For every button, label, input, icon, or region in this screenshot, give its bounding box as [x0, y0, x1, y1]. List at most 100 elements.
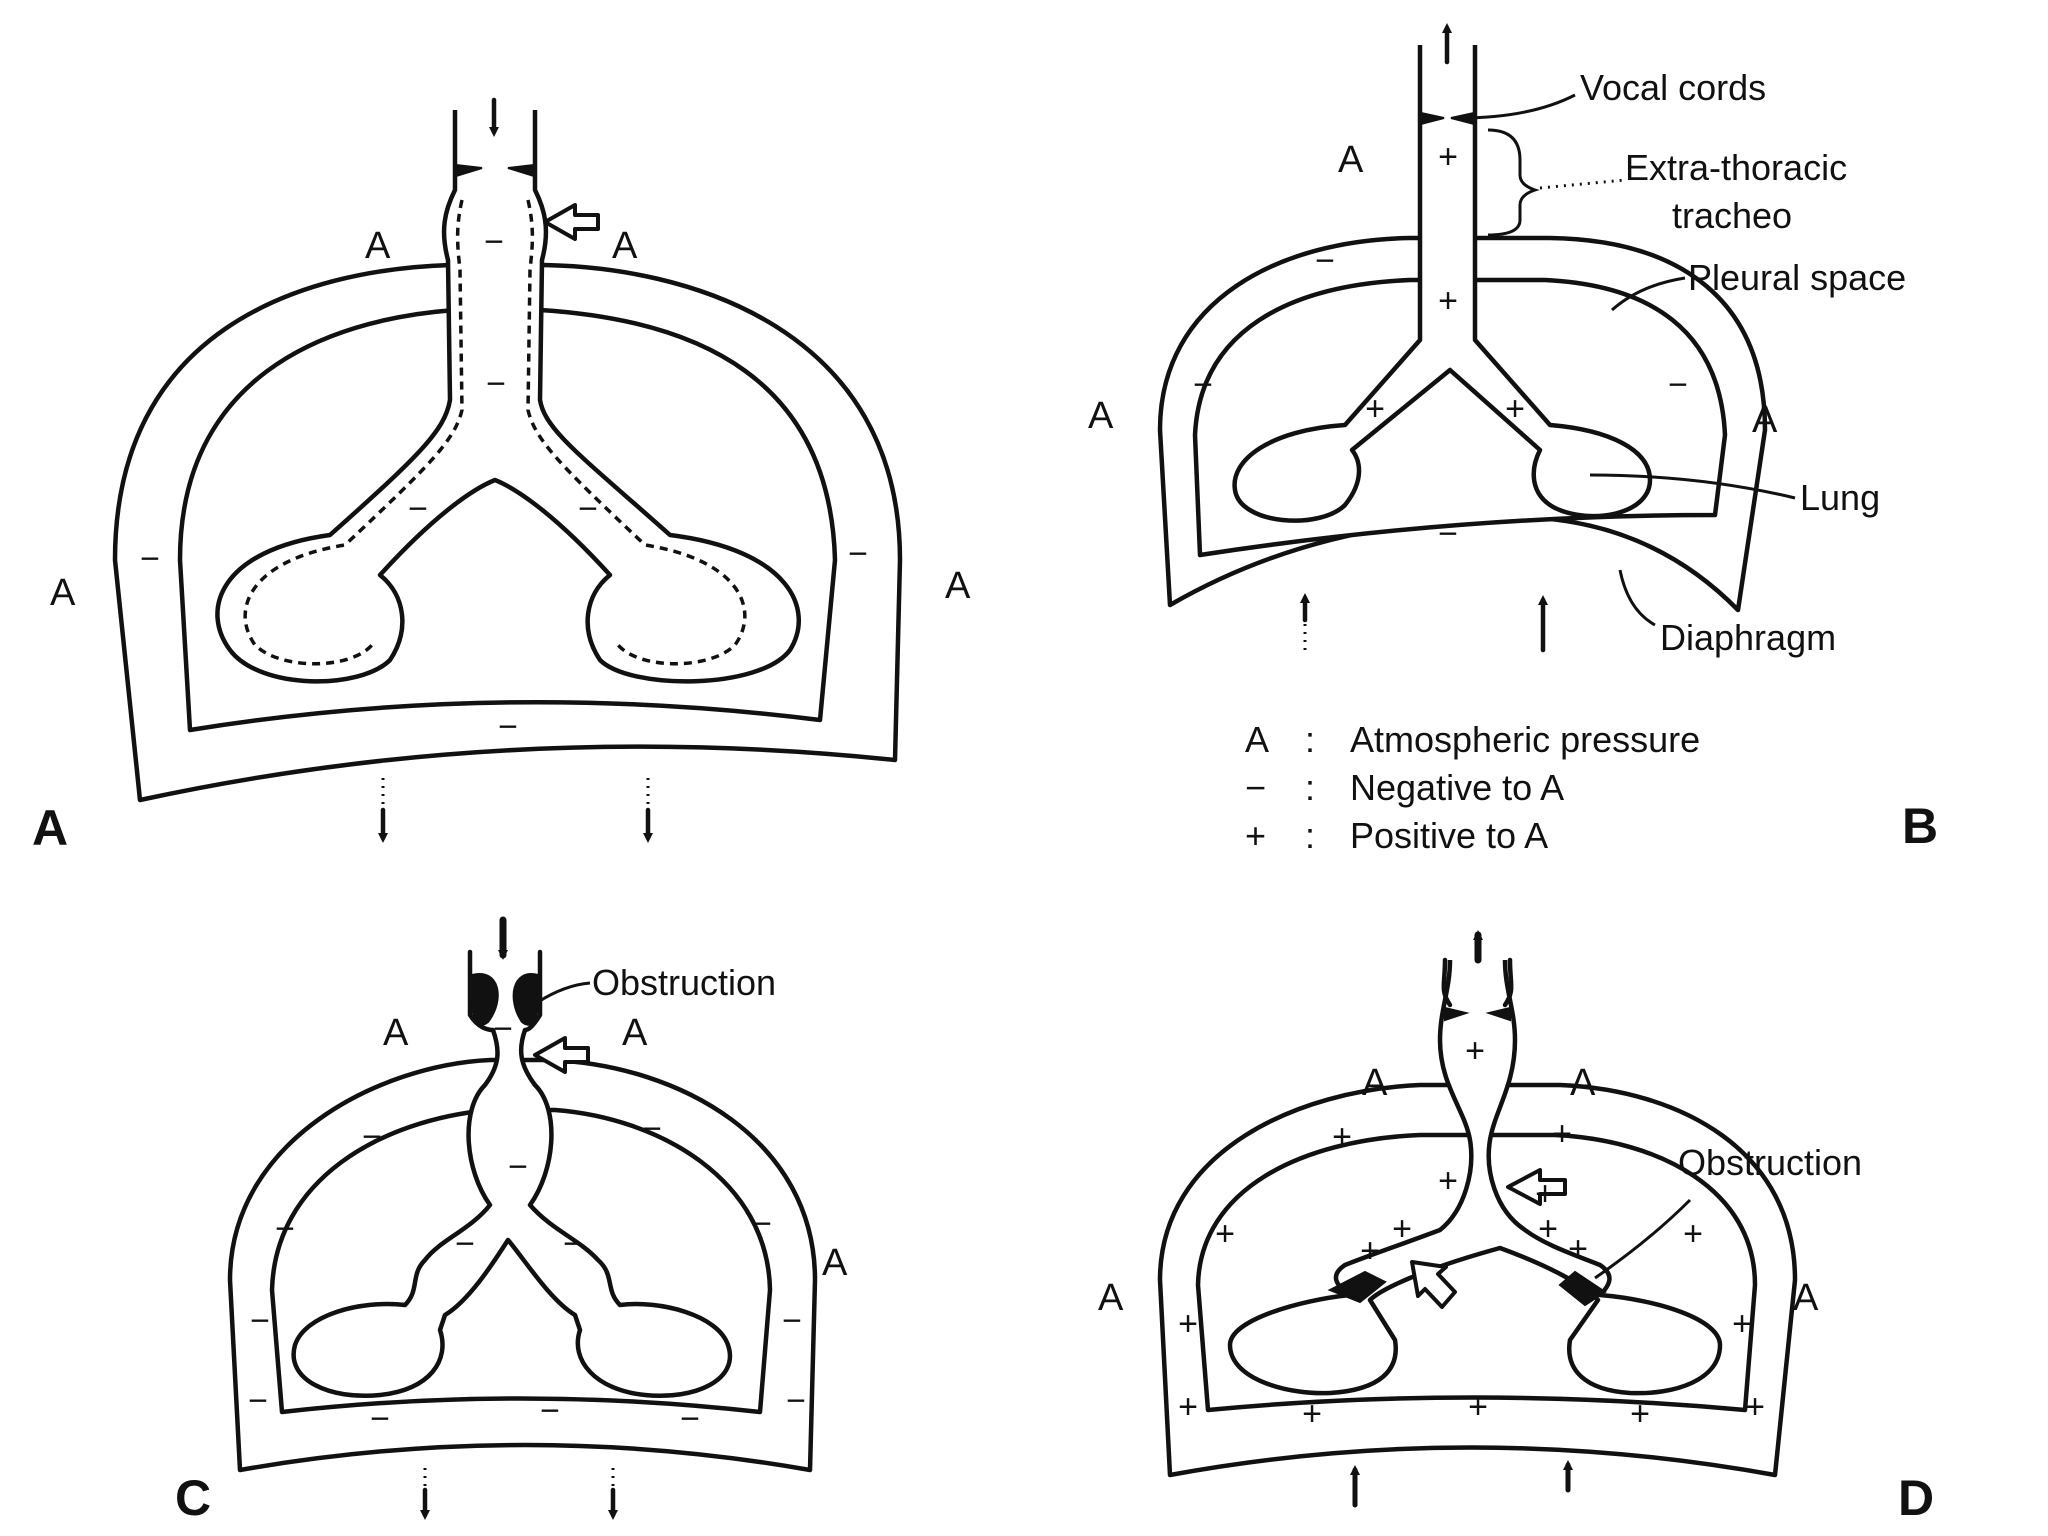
panel-a-hollow-arrow	[543, 203, 600, 241]
panel-a-airway	[215, 110, 801, 684]
panel-c-atm-label: A	[622, 1012, 648, 1054]
legend-symbol: A	[1245, 719, 1269, 760]
legend-separator: :	[1305, 815, 1315, 856]
panel-d-label: D	[1898, 1470, 1934, 1526]
panel-b-vocal-cord-left	[1420, 111, 1445, 126]
panel-b-label: B	[1902, 798, 1938, 854]
panel-d-hollow-arrow	[1506, 1168, 1567, 1206]
panel-b-atm-label: A	[1338, 139, 1364, 181]
panel-d-atm-label: A	[1793, 1277, 1819, 1319]
legend-text: Positive to A	[1350, 815, 1548, 856]
panel-d-positive-sign: +	[1552, 1115, 1572, 1153]
panel-d-obstruction-label: Obstruction	[1678, 1142, 1862, 1183]
lung-label: Lung	[1800, 477, 1880, 518]
panel-a-negative-sign: −	[848, 535, 868, 573]
panel-d-positive-sign: +	[1465, 1032, 1485, 1070]
panel-d-positive-sign: +	[1745, 1388, 1765, 1426]
diaphragm-label: Diaphragm	[1660, 617, 1836, 658]
legend-text: Atmospheric pressure	[1350, 719, 1700, 760]
panel-b-positive-sign: +	[1438, 282, 1458, 320]
panel-d-positive-sign: +	[1332, 1118, 1352, 1156]
panel-a-negative-sign: −	[498, 708, 518, 746]
panel-c-obstruction-right	[512, 973, 539, 1026]
panel-d-atm-label: A	[1362, 1062, 1388, 1104]
panel-c-negative-sign: −	[250, 1302, 270, 1340]
panel-c-negative-sign: −	[370, 1400, 390, 1438]
panel-b: A A A + + + + − − − − Vocal cords Extra-…	[1088, 23, 1938, 856]
panel-d-positive-sign: +	[1215, 1215, 1235, 1253]
panel-b-atm-label: A	[1088, 395, 1114, 437]
panel-d-positive-sign: +	[1538, 1210, 1558, 1248]
panel-d-obstruction-leader	[1594, 1198, 1692, 1280]
panel-d-positive-sign: +	[1438, 1162, 1458, 1200]
panel-d-upper-airway	[1441, 957, 1514, 1008]
panel-b-positive-sign: +	[1505, 390, 1525, 428]
panel-d-obstruction-right	[1558, 1270, 1607, 1307]
panel-c-negative-sign: −	[540, 1392, 560, 1430]
panel-a-atm-label: A	[612, 225, 638, 267]
panel-a: A A A A − − − − − − − A	[32, 97, 971, 856]
panel-a-atm-label: A	[50, 572, 76, 614]
panel-b-atm-label: A	[1752, 399, 1778, 441]
panel-d-positive-sign: +	[1392, 1210, 1412, 1248]
panel-c-label: C	[175, 1470, 211, 1526]
panel-d: Obstruction A A A A + + + + + + + + + + …	[1098, 930, 1934, 1526]
panel-a-atm-label: A	[945, 565, 971, 607]
panel-c-negative-sign: −	[786, 1382, 806, 1420]
panel-c-negative-sign: −	[563, 1225, 583, 1263]
panel-a-label: A	[32, 800, 68, 856]
panel-a-vocal-cord-right	[507, 163, 535, 178]
panel-c-negative-sign: −	[508, 1148, 528, 1186]
panel-c-obstruction-leader	[537, 981, 591, 1004]
panel-d-positive-sign: +	[1468, 1388, 1488, 1426]
panel-c-negative-sign: −	[362, 1118, 382, 1156]
panel-c-negative-sign: −	[248, 1382, 268, 1420]
panel-a-negative-sign: −	[578, 490, 598, 528]
panel-c-negative-sign: −	[493, 1010, 513, 1048]
panel-b-lung-leader	[1589, 473, 1796, 500]
panel-b-negative-sign: −	[1438, 515, 1458, 553]
panel-c-negative-sign: −	[680, 1400, 700, 1438]
panel-a-negative-sign: −	[140, 540, 160, 578]
panel-b-negative-sign: −	[1193, 366, 1213, 404]
panel-c-atm-label: A	[822, 1242, 848, 1284]
panel-c-upper-airway	[467, 949, 543, 1033]
panel-c-negative-sign: −	[455, 1225, 475, 1263]
panel-b-negative-sign: −	[1668, 366, 1688, 404]
panel-d-vocal-cord-right	[1485, 1006, 1511, 1022]
extra-thoracic-label-line2: tracheo	[1672, 195, 1792, 236]
panel-d-positive-sign: +	[1302, 1395, 1322, 1433]
panel-a-atm-label: A	[365, 225, 391, 267]
vocal-cords-label: Vocal cords	[1580, 67, 1766, 108]
legend: A : Atmospheric pressure − : Negative to…	[1245, 719, 1700, 856]
panel-b-diaphragm-leader	[1618, 569, 1656, 627]
panel-a-negative-sign: −	[484, 223, 504, 261]
panel-d-positive-sign: +	[1360, 1232, 1380, 1270]
panel-c-negative-sign: −	[782, 1302, 802, 1340]
legend-separator: :	[1305, 767, 1315, 808]
legend-symbol: +	[1245, 815, 1266, 856]
panel-b-positive-sign: +	[1438, 138, 1458, 176]
legend-text: Negative to A	[1350, 767, 1564, 808]
panel-b-negative-sign: −	[1315, 242, 1335, 280]
panel-b-airway	[1232, 45, 1653, 523]
panel-c-negative-sign: −	[275, 1210, 295, 1248]
panel-d-positive-sign: +	[1630, 1395, 1650, 1433]
panel-d-obstruction-left	[1327, 1270, 1387, 1304]
panel-d-positive-sign: +	[1732, 1305, 1752, 1343]
panel-d-positive-sign: +	[1535, 1175, 1555, 1213]
panel-b-vocal-cords-leader	[1459, 93, 1576, 120]
panel-d-positive-sign: +	[1683, 1215, 1703, 1253]
panel-b-extra-thoracic-leader	[1539, 178, 1626, 190]
panel-d-hollow-arrow	[1410, 1260, 1457, 1309]
panel-b-positive-sign: +	[1365, 390, 1385, 428]
panel-a-negative-sign: −	[408, 490, 428, 528]
panel-c-negative-sign: −	[642, 1110, 662, 1148]
panel-d-vocal-cord-left	[1444, 1006, 1470, 1022]
panel-c-atm-label: A	[383, 1012, 409, 1054]
extra-thoracic-label: Extra-thoracic	[1625, 147, 1847, 188]
panel-d-positive-sign: +	[1568, 1230, 1588, 1268]
panel-b-pleural-leader	[1611, 276, 1686, 312]
